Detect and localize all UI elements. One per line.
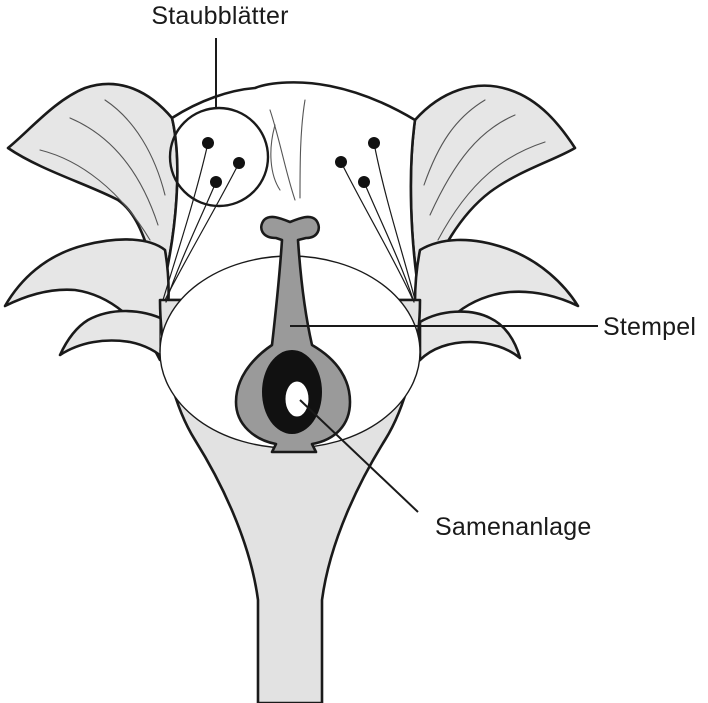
left-stamens: [162, 137, 245, 303]
left-small-petal: [58, 309, 167, 362]
label-pistil: Stempel: [603, 313, 696, 341]
label-ovule: Samenanlage: [435, 513, 592, 541]
right-stamens: [335, 137, 416, 303]
right-lower-petal: [413, 238, 580, 362]
stamens-highlight-circle: [168, 106, 270, 208]
stamen-anther: [358, 176, 370, 188]
stamen-anther: [233, 157, 245, 169]
stamen-anther: [210, 176, 222, 188]
stamen-anther: [335, 156, 347, 168]
ovule-leader-line: [299, 399, 419, 513]
back-petal: [158, 81, 422, 302]
stamen-anther: [368, 137, 380, 149]
right-small-petal: [418, 310, 522, 362]
stamen-anther: [202, 137, 214, 149]
ovule: [284, 380, 310, 418]
left-lower-petal: [3, 238, 170, 362]
label-stamens: Staubblätter: [151, 2, 288, 30]
